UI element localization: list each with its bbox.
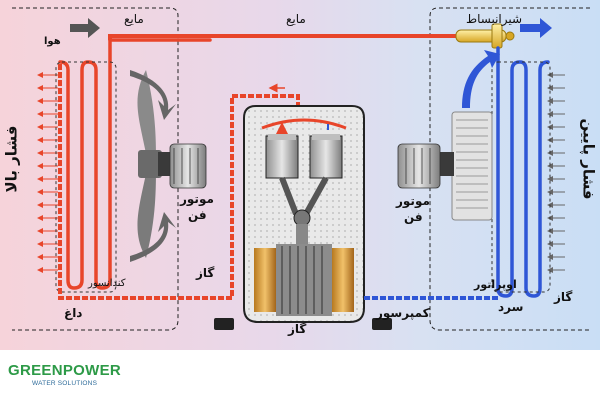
right-fan-motor-label-2: فن <box>404 210 423 224</box>
air-out-arrow <box>520 18 552 38</box>
brand-tagline: WATER SOLUTIONS <box>32 380 98 387</box>
liquid-line <box>108 34 470 40</box>
compressor-feet <box>214 318 392 330</box>
left-fan-motor-label-1: موتور <box>180 192 214 206</box>
condenser-cover <box>55 61 117 293</box>
liquid-label-left: مایع <box>124 12 144 26</box>
refrigeration-cycle-diagram <box>0 0 600 350</box>
high-pressure-label: فشار بالا <box>2 125 21 193</box>
condenser-label: کندانسور <box>88 278 126 289</box>
condenser-coil <box>58 38 212 290</box>
hot-gas-line <box>58 62 300 300</box>
evaporator-coil <box>496 46 550 298</box>
heat-in-arrows <box>547 72 565 273</box>
right-fan-airflow <box>462 50 500 108</box>
brand-name: GREENPOWER <box>8 362 122 379</box>
right-fan-motor-label-1: موتور <box>396 194 430 208</box>
low-pressure-label: فشار پایین <box>579 118 598 200</box>
footer <box>0 350 600 400</box>
compressor-unit <box>243 105 365 323</box>
air-in-arrow <box>70 18 100 38</box>
heat-out-arrows <box>37 72 58 273</box>
gas-label-left: گاز <box>196 266 215 280</box>
left-fan-motor-label-2: فن <box>188 208 207 222</box>
left-fan-airflow-bottom <box>130 212 176 262</box>
left-fan-airflow-top <box>130 70 176 120</box>
cold-label: سرد <box>498 300 524 314</box>
expansion-valve-label: شیرانبساط <box>466 12 523 26</box>
right-fan <box>397 111 493 221</box>
evaporator-label: اوپراتور <box>474 278 517 291</box>
gas-label-bottom: گاز <box>288 322 307 336</box>
liquid-label-top: مایع <box>286 12 306 26</box>
left-fan <box>137 70 207 258</box>
hot-label: داغ <box>64 306 83 320</box>
expansion-valve <box>455 23 515 49</box>
air-label: هوا <box>44 36 61 47</box>
gas-label-right: گاز <box>554 290 573 304</box>
compressor-label: کمپرسور <box>376 306 430 320</box>
